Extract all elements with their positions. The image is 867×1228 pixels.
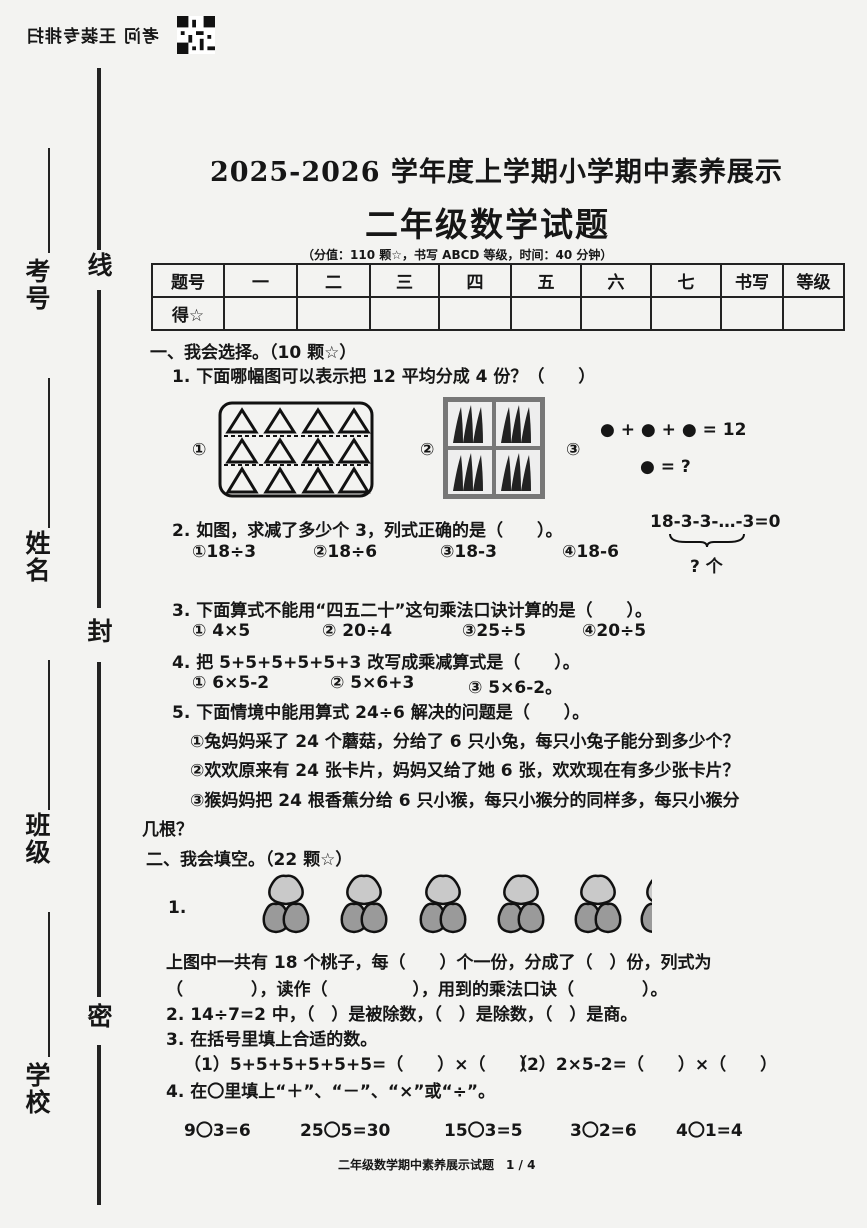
exam-subject-title: 二年级数学试题 <box>365 205 610 244</box>
operator-item-5[interactable]: 4〇1=4 <box>676 1121 743 1141</box>
section1-heading: 一、我会选择。（10 颗☆） <box>150 343 357 363</box>
brace-count-label: ? 个 <box>690 557 723 577</box>
option-marker-2: ② <box>420 440 435 460</box>
question-2-1-line1: 上图中一共有 18 个桃子，每（ ）个一份，分成了（ ）份，列式为 <box>166 953 712 973</box>
option-marker-3: ③ <box>566 440 581 460</box>
exam-title: 2025-2026 学年度上学期小学期中素养展示 <box>210 157 783 188</box>
school-label: 学校 <box>22 1062 51 1116</box>
question-2-1-line2: （ ），读作（ ），用到的乘法口诀（ ）。 <box>166 980 668 1000</box>
option-1-2-c[interactable]: ③18-3 <box>440 542 497 562</box>
score-cell: 题号 <box>151 263 225 298</box>
brace-icon <box>669 533 745 548</box>
score-cell: 六 <box>580 263 652 298</box>
score-cell: 三 <box>369 263 440 298</box>
seal-line-segment <box>97 1045 101 1205</box>
question-2-3-part1: （1）5+5+5+5+5+5=（ ）×（ ） <box>184 1055 537 1075</box>
option-1-3-a[interactable]: ① 4×5 <box>192 621 251 641</box>
grass-figure <box>443 397 545 499</box>
question-1-4: 4. 把 5+5+5+5+5+3 改写成乘减算式是（ ）。 <box>172 653 580 673</box>
score-input-cell[interactable] <box>782 296 845 331</box>
score-cell: 七 <box>650 263 722 298</box>
seal-word-feng: 封 <box>84 618 113 643</box>
peaches-figure <box>262 874 652 934</box>
seal-line-segment <box>97 662 101 997</box>
section2-heading: 二、我会填空。（22 颗☆） <box>146 850 353 870</box>
score-input-cell[interactable] <box>580 296 652 331</box>
option-1-5-b[interactable]: ②欢欢原来有 24 张卡片，妈妈又给了她 6 张，欢欢现在有多少张卡片？ <box>190 761 740 781</box>
question-1-5: 5. 下面情境中能用算式 24÷6 解决的问题是（ ）。 <box>172 703 590 723</box>
question-1-1: 1. 下面哪幅图可以表示把 12 平均分成 4 份？（ ） <box>172 367 596 387</box>
option-1-5-a[interactable]: ①兔妈妈采了 24 个蘑菇，分给了 6 只小兔，每只小兔子能分到多少个？ <box>190 732 740 752</box>
subtraction-figure: 18-3-3-…-3=0 <box>650 512 781 532</box>
seal-word-xian: 线 <box>84 252 113 277</box>
score-cell: 二 <box>296 263 371 298</box>
class-label: 班级 <box>22 812 51 866</box>
option-1-5-c[interactable]: ③猴妈妈把 24 根香蕉分给 6 只小猴，每只小猴分的同样多，每只小猴分 <box>190 791 740 811</box>
question-2-1-number: 1. <box>168 898 187 918</box>
score-input-cell[interactable] <box>369 296 440 331</box>
question-2-2: 2. 14÷7=2 中，（ ）是被除数，（ ）是除数，（ ）是商。 <box>166 1005 638 1025</box>
option-1-4-b[interactable]: ② 5×6+3 <box>330 673 415 693</box>
triangles-figure <box>218 401 374 498</box>
seal-line-segment <box>97 68 101 250</box>
operator-item-1[interactable]: 9〇3=6 <box>184 1121 251 1141</box>
score-table: 题号 一 二 三 四 五 六 七 书写 等级 得☆ <box>151 263 845 331</box>
operator-item-2[interactable]: 25〇5=30 <box>300 1121 391 1141</box>
exam-number-blank <box>48 148 50 253</box>
score-table-header-row: 题号 一 二 三 四 五 六 七 书写 等级 <box>151 263 845 298</box>
option-1-3-c[interactable]: ③25÷5 <box>462 621 527 641</box>
question-1-3: 3. 下面算式不能用“四五二十”这句乘法口诀计算的是（ ）。 <box>172 601 653 621</box>
seal-word-mi: 密 <box>84 1003 113 1028</box>
option-1-4-a[interactable]: ① 6×5-2 <box>192 673 270 693</box>
question-2-3-part2: （2）2×5-2=（ ）×（ ） <box>510 1055 778 1075</box>
question-2-4: 4. 在〇里填上“＋”、“－”、“×”或“÷”。 <box>166 1082 496 1102</box>
qr-code-icon <box>177 16 215 54</box>
score-input-cell[interactable] <box>438 296 512 331</box>
option-1-2-a[interactable]: ①18÷3 <box>192 542 257 562</box>
name-label: 姓名 <box>22 530 51 584</box>
option-1-3-b[interactable]: ② 20÷4 <box>322 621 393 641</box>
score-input-cell[interactable] <box>650 296 722 331</box>
seal-line-segment <box>97 290 101 608</box>
score-input-cell[interactable] <box>510 296 582 331</box>
operator-item-4[interactable]: 3〇2=6 <box>570 1121 637 1141</box>
page-footer: 二年级数学期中素养展示试题 1 / 4 <box>338 1158 536 1172</box>
score-input-cell[interactable] <box>223 296 298 331</box>
score-cell: 一 <box>223 263 298 298</box>
mirrored-stamp-text: 考问 王装专排扫 <box>26 27 159 47</box>
option-1-2-d[interactable]: ④18-6 <box>562 542 619 562</box>
exam-info-line: （分值：110 颗☆，书写 ABCD 等级，时间：40 分钟） <box>302 248 613 262</box>
option-1-5-c-continued: 几根？ <box>142 820 193 840</box>
dot-equation-top: ● + ● + ● = 12 <box>600 420 747 440</box>
score-input-cell[interactable] <box>720 296 784 331</box>
name-blank <box>48 378 50 528</box>
score-row-label: 得☆ <box>151 296 225 331</box>
school-blank <box>48 912 50 1057</box>
option-marker-1: ① <box>192 440 207 460</box>
score-cell: 四 <box>438 263 512 298</box>
score-cell: 五 <box>510 263 582 298</box>
score-table-score-row: 得☆ <box>151 296 845 331</box>
score-cell: 等级 <box>782 263 845 298</box>
option-1-3-d[interactable]: ④20÷5 <box>582 621 647 641</box>
exam-number-label: 考号 <box>22 258 51 312</box>
operator-item-3[interactable]: 15〇3=5 <box>444 1121 523 1141</box>
option-1-2-b[interactable]: ②18÷6 <box>313 542 378 562</box>
question-1-2: 2. 如图，求减了多少个 3，列式正确的是（ ）。 <box>172 521 563 541</box>
option-1-4-c[interactable]: ③ 5×6-2。 <box>468 678 563 698</box>
score-input-cell[interactable] <box>296 296 371 331</box>
class-blank <box>48 660 50 810</box>
question-2-3: 3. 在括号里填上合适的数。 <box>166 1030 378 1050</box>
score-cell: 书写 <box>720 263 784 298</box>
dot-equation-bottom: ● = ? <box>640 457 691 477</box>
